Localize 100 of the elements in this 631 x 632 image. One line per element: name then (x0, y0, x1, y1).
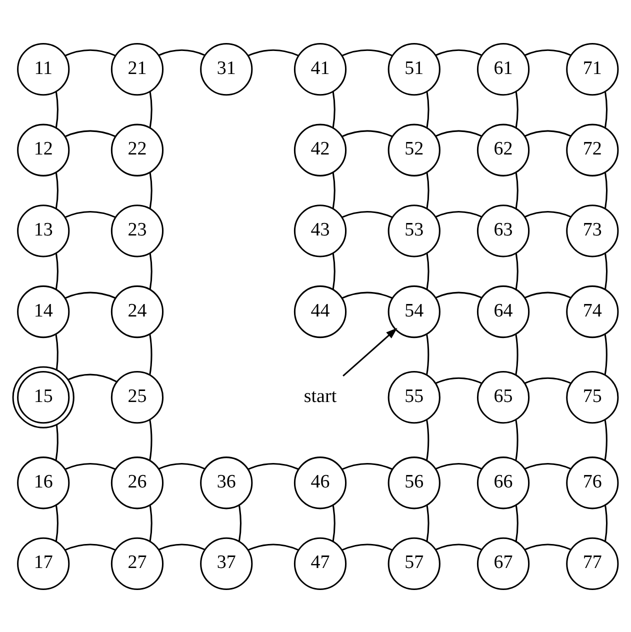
connector (604, 252, 608, 290)
connector (342, 130, 392, 137)
connector (149, 172, 152, 208)
connector (149, 334, 152, 375)
node-circle: 56 (388, 456, 440, 509)
node-circle: 44 (294, 284, 347, 338)
connector (55, 252, 58, 290)
node-circle: 52 (388, 123, 440, 176)
node-text: start (304, 385, 337, 406)
node-circle: 15 (12, 366, 74, 428)
connector (55, 504, 58, 542)
node-circle: 12 (17, 123, 70, 176)
node-circle: 23 (110, 204, 164, 257)
node-circle: 67 (476, 536, 530, 590)
connector (55, 424, 58, 460)
connector (604, 419, 608, 460)
node-circle: 77 (566, 536, 619, 590)
node-circle: 43 (294, 204, 347, 257)
node-circle: 21 (110, 42, 164, 96)
connector (64, 48, 116, 56)
connector (604, 172, 608, 208)
node-circle: 24 (110, 284, 164, 338)
node-circle: 36 (200, 456, 253, 509)
connector (524, 376, 572, 384)
connector (149, 419, 152, 460)
connector (55, 172, 58, 208)
connector (64, 462, 116, 470)
connector (524, 210, 572, 218)
node-circle: 11 (17, 42, 70, 96)
connector (158, 48, 206, 56)
node-circle: 27 (110, 536, 164, 590)
node-circle: 55 (388, 370, 440, 424)
connector (426, 334, 430, 375)
connector (149, 252, 152, 290)
connector (64, 291, 116, 298)
node-circle: 64 (476, 284, 530, 338)
node-circle: 31 (200, 42, 253, 96)
connector (238, 504, 242, 542)
node-circle: 13 (17, 204, 70, 257)
connector (426, 419, 430, 460)
node-circle: 61 (476, 42, 530, 96)
connector (524, 130, 572, 136)
connector (435, 291, 482, 298)
connector (435, 130, 482, 136)
connector (55, 90, 58, 128)
node-circle: 41 (294, 42, 347, 96)
node-circle: 66 (476, 456, 530, 509)
node-circle: 76 (566, 456, 619, 509)
connector (515, 172, 518, 208)
connector (248, 462, 299, 470)
node-circle: 25 (110, 370, 164, 424)
connector (426, 252, 430, 290)
connector (332, 90, 336, 128)
connector (524, 543, 572, 550)
node-circle: 54 (388, 284, 440, 338)
connector (435, 48, 482, 56)
connector (342, 291, 392, 298)
node-circle: 75 (566, 370, 619, 424)
node-circle: 63 (476, 204, 530, 257)
connector (435, 376, 482, 384)
node-circle: 57 (388, 536, 440, 590)
connector (604, 90, 608, 128)
connector (524, 462, 572, 470)
connector (64, 543, 116, 550)
node-circle: 73 (566, 204, 619, 257)
connector (64, 130, 116, 137)
connector (515, 252, 518, 290)
connector (435, 543, 482, 550)
node-circle: 26 (110, 456, 164, 509)
node-circle: 47 (294, 536, 347, 590)
connector (426, 90, 430, 128)
connector (342, 543, 392, 550)
connector (515, 90, 518, 128)
node-circle: 72 (566, 123, 619, 176)
node-circle: 53 (388, 204, 440, 257)
node-circle: 46 (294, 456, 347, 509)
connector (158, 462, 206, 470)
connector (332, 172, 336, 208)
node-circle: 51 (388, 42, 440, 96)
connector (332, 252, 336, 290)
node-circle: 71 (566, 42, 619, 96)
connector (515, 419, 518, 460)
connector (149, 90, 152, 128)
connector (158, 543, 206, 550)
node-circle: 17 (17, 536, 70, 590)
connector (342, 48, 392, 56)
node-circle: 42 (294, 123, 347, 176)
node-circle: 74 (566, 284, 619, 338)
connector (332, 504, 336, 542)
node-circle: 22 (110, 123, 164, 176)
connector (342, 462, 392, 470)
connector (524, 48, 572, 56)
node-circle: 16 (17, 456, 70, 509)
node-circle: 62 (476, 123, 530, 176)
connector (426, 172, 430, 208)
connector (515, 334, 518, 375)
node-circle: 14 (17, 284, 70, 338)
connector (248, 48, 299, 56)
connector (604, 504, 608, 542)
node-circle: 37 (200, 536, 253, 590)
